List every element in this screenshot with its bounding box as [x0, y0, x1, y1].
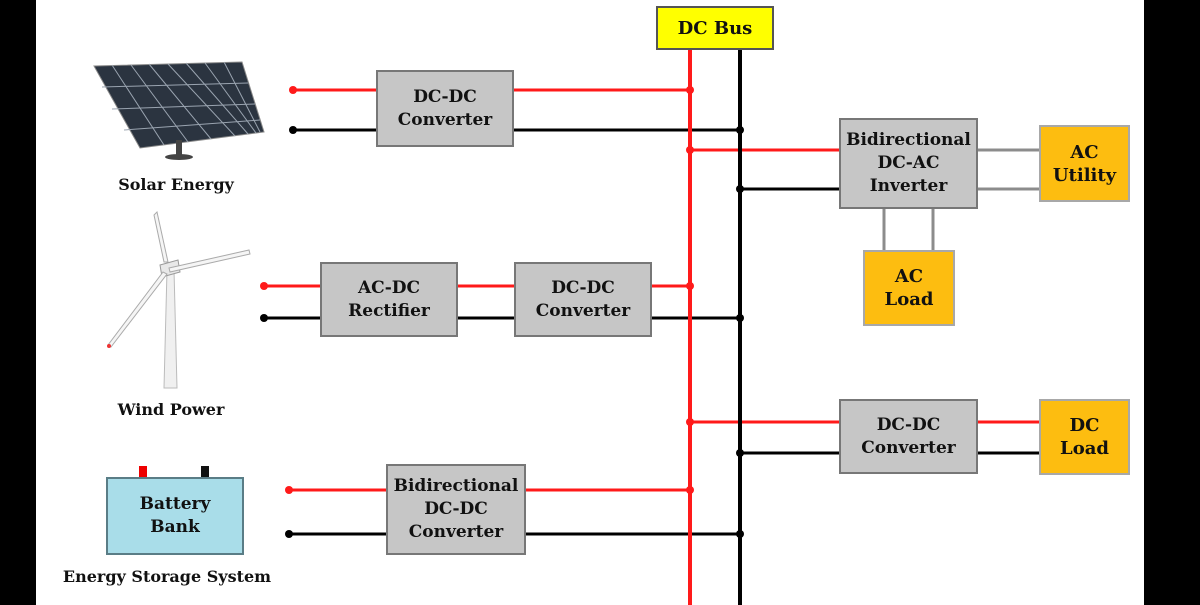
dc-bus-label: DC Bus — [656, 6, 774, 50]
dc-load: DC Load — [1039, 399, 1130, 475]
battery-negative-terminal — [201, 466, 209, 479]
storage-branch-wiring — [285, 486, 740, 538]
bus-junction-dots — [686, 86, 744, 538]
wind-dc-dc-converter: DC-DC Converter — [514, 262, 652, 337]
ac-load: AC Load — [863, 250, 955, 326]
inverter-branch-wiring — [690, 148, 1039, 250]
solar-energy-label: Solar Energy — [118, 175, 234, 194]
solar-dc-dc-converter: DC-DC Converter — [376, 70, 514, 147]
battery-positive-terminal — [139, 466, 147, 479]
wind-power-label: Wind Power — [117, 400, 225, 419]
diagram-canvas: DC Bus Solar Energy Wind Power Energy St… — [36, 0, 1144, 605]
bidirectional-dc-dc-converter: Bidirectional DC-DC Converter — [386, 464, 526, 555]
solar-branch-wiring — [289, 86, 740, 134]
wind-turbine-icon — [107, 211, 251, 389]
load-dc-dc-converter: DC-DC Converter — [839, 399, 978, 474]
bidirectional-dc-ac-inverter: Bidirectional DC-AC Inverter — [839, 118, 978, 209]
ac-utility: AC Utility — [1039, 125, 1130, 202]
wind-branch-wiring — [260, 282, 740, 322]
wiring-layer — [93, 48, 1039, 605]
energy-storage-label: Energy Storage System — [62, 567, 272, 586]
battery-bank: Battery Bank — [106, 477, 244, 555]
ac-dc-rectifier: AC-DC Rectifier — [320, 262, 458, 337]
solar-panel-icon — [93, 61, 265, 160]
dc-load-branch-wiring — [690, 420, 1039, 455]
